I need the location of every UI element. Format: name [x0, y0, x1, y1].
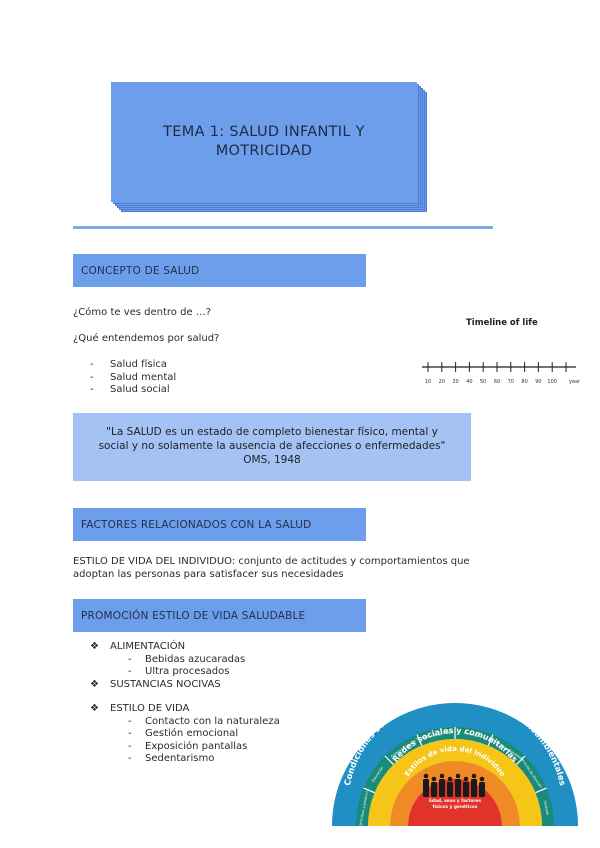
outer-band	[332, 703, 578, 826]
diamond-bullet-icon: ❖	[90, 641, 99, 652]
timeline-tick-label: 80	[521, 379, 527, 385]
divider	[73, 226, 493, 229]
quote-source: OMS, 1948	[243, 454, 301, 466]
person-head	[439, 773, 445, 779]
timeline-tick-label: 20	[439, 379, 445, 385]
person-body	[431, 782, 437, 797]
person-body	[447, 782, 453, 797]
core-label-2: físicos y genéticos	[433, 803, 478, 810]
who-definition-quote: "La SALUD es un estado de completo biene…	[73, 413, 471, 481]
person-body	[463, 782, 469, 797]
list-subitem: -Ultra procesados	[128, 666, 230, 677]
list-subitem: -Bebidas azucaradas	[128, 653, 246, 665]
promotion-list: ❖ALIMENTACIÓN -Bebidas azucaradas -Ultra…	[90, 641, 280, 766]
quote-line-2: social y no solamente la ausencia de afe…	[98, 440, 446, 452]
person-head	[431, 776, 437, 782]
list-subitem: -Exposición pantallas	[128, 740, 248, 752]
timeline-tick-label: 30	[452, 379, 458, 385]
segment-divider	[487, 734, 494, 746]
list-item: ❖SUSTANCIAS NOCIVAS	[90, 678, 221, 690]
person-head	[455, 773, 461, 779]
person-body	[423, 779, 429, 797]
section-heading-concepto: CONCEPTO DE SALUD	[73, 254, 366, 287]
segment-divider	[363, 787, 375, 794]
list-item: ❖ESTILO DE VIDA	[90, 703, 190, 714]
health-types-list: -Salud física -Salud mental -Salud socia…	[90, 359, 176, 397]
question-1: ¿Cómo te ves dentro de …?	[73, 307, 212, 318]
timeline-tick-label: 40	[466, 379, 472, 385]
list-item: -Salud social	[90, 384, 170, 395]
person-body	[455, 779, 461, 797]
core-label-1: Edad, sexo y factores	[429, 798, 481, 804]
person-body	[439, 779, 445, 797]
lifestyle-band	[390, 761, 520, 826]
dash-bullet: -	[90, 359, 94, 370]
segment-label: Agricultura y producci…	[358, 787, 370, 828]
list-item: -Salud mental	[90, 371, 177, 383]
timeline-tick-label: 50	[480, 379, 486, 385]
dash-bullet: -	[90, 384, 94, 395]
segments-band	[356, 727, 554, 826]
list-item: ❖ALIMENTACIÓN	[90, 641, 186, 652]
spacer	[90, 691, 280, 703]
people-silhouettes	[423, 773, 485, 797]
networks-band	[368, 739, 542, 826]
list-subitem: -Contacto con la naturaleza	[128, 715, 280, 727]
title-block: TEMA 1: SALUD INFANTIL Y MOTRICIDAD	[111, 82, 427, 212]
person-head	[471, 773, 477, 779]
timeline-unit-label: years	[569, 379, 580, 385]
person-body	[471, 779, 477, 797]
segment-label: Vivienda	[543, 800, 550, 815]
segment-divider	[416, 734, 423, 746]
quote-line-1: "La SALUD es un estado de completo biene…	[106, 426, 438, 438]
diamond-bullet-icon: ❖	[90, 678, 99, 690]
section-heading-factores: FACTORES RELACIONADOS CON LA SALUD	[73, 508, 366, 541]
page-title: TEMA 1: SALUD INFANTIL Y MOTRICIDAD	[111, 82, 417, 202]
lifestyle-definition-line-2: adoptan las personas para satisfacer sus…	[73, 569, 344, 580]
segment-label: Desempleo	[463, 731, 483, 739]
segment-divider	[535, 787, 547, 794]
timeline-tick-label: 10	[425, 379, 431, 385]
segment-divider	[384, 755, 394, 765]
list-subitem: -Gestión emocional	[128, 728, 239, 739]
timeline-tick-label: 60	[494, 379, 500, 385]
list-item: -Salud física	[90, 359, 168, 370]
health-determinants-diagram: Condiciones socioeconómicas, culturales …	[332, 692, 578, 828]
timeline-tick-label: 100	[547, 379, 557, 385]
question-2: ¿Qué entendemos por salud?	[73, 333, 220, 344]
section-heading-promocion: PROMOCIÓN ESTILO DE VIDA SALUDABLE	[73, 599, 366, 632]
person-body	[479, 782, 485, 797]
timeline-tick-label: 70	[508, 379, 514, 385]
person-head	[463, 776, 469, 782]
list-subitem: -Sedentarismo	[128, 753, 215, 764]
person-head	[447, 776, 453, 782]
dash-bullet: -	[90, 371, 94, 383]
person-head	[479, 776, 485, 782]
timeline-tick-label: 90	[535, 379, 541, 385]
person-head	[423, 773, 429, 779]
timeline-title: Timeline of life	[466, 318, 538, 328]
lifestyle-definition-line-1: ESTILO DE VIDA DEL INDIVIDUO: conjunto d…	[73, 556, 470, 567]
diamond-bullet-icon: ❖	[90, 703, 99, 714]
timeline-axis: 10 20 30 40 50 60 70 80 90 100 years	[422, 362, 580, 385]
segment-divider	[516, 755, 526, 765]
